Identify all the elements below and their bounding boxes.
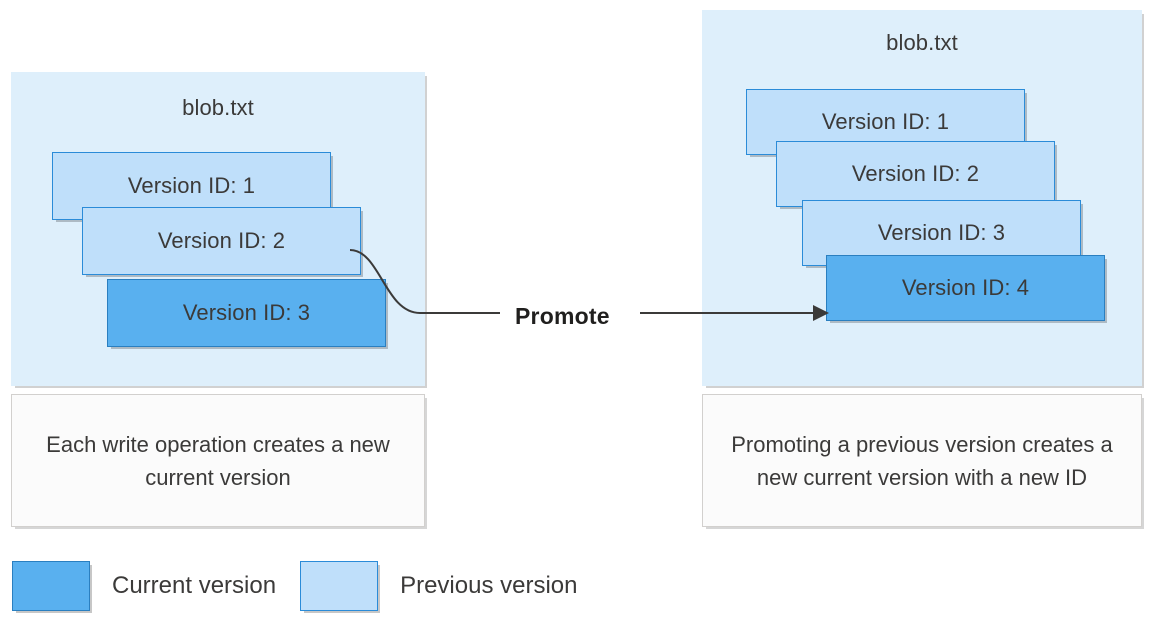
version-card-label: Version ID: 3 (877, 220, 1006, 245)
blob-panel-after: blob.txt Version ID: 1 Version ID: 2 Ver… (702, 10, 1142, 386)
version-card-label: Version ID: 2 (851, 161, 980, 186)
version-card-label: Version ID: 3 (182, 300, 311, 325)
caption-text: Each write operation creates a new curre… (46, 431, 390, 490)
caption-text: Promoting a previous version creates a n… (731, 431, 1113, 490)
version-card-left-3: Version ID: 3 (107, 279, 386, 347)
blob-name-label-right: blob.txt (886, 30, 958, 55)
caption-after: Promoting a previous version creates a n… (702, 394, 1142, 527)
legend: Current version Previous version (12, 558, 577, 614)
legend-swatch-current-icon (12, 561, 90, 611)
promote-curve-path (349, 249, 500, 314)
version-card-label: Version ID: 4 (901, 275, 1030, 300)
version-card-left-2: Version ID: 2 (82, 207, 361, 275)
version-card-label: Version ID: 2 (157, 228, 286, 253)
promote-label: Promote (515, 303, 610, 329)
legend-label-previous: Previous version (400, 572, 578, 599)
version-card-right-2: Version ID: 2 (776, 141, 1055, 207)
version-card-right-4: Version ID: 4 (826, 255, 1105, 321)
legend-item-current: Current version (12, 561, 276, 611)
promote-arrowhead-icon (813, 305, 829, 321)
blob-panel-before: blob.txt Version ID: 1 Version ID: 2 Ver… (11, 72, 425, 386)
version-card-label: Version ID: 1 (821, 109, 950, 134)
promote-connector (349, 249, 829, 321)
legend-item-previous: Previous version (300, 561, 577, 611)
legend-label-current: Current version (112, 572, 277, 599)
blob-name-label-left: blob.txt (182, 95, 254, 120)
legend-swatch-previous-icon (300, 561, 379, 611)
version-card-label: Version ID: 1 (127, 173, 256, 198)
caption-before: Each write operation creates a new curre… (11, 394, 425, 527)
